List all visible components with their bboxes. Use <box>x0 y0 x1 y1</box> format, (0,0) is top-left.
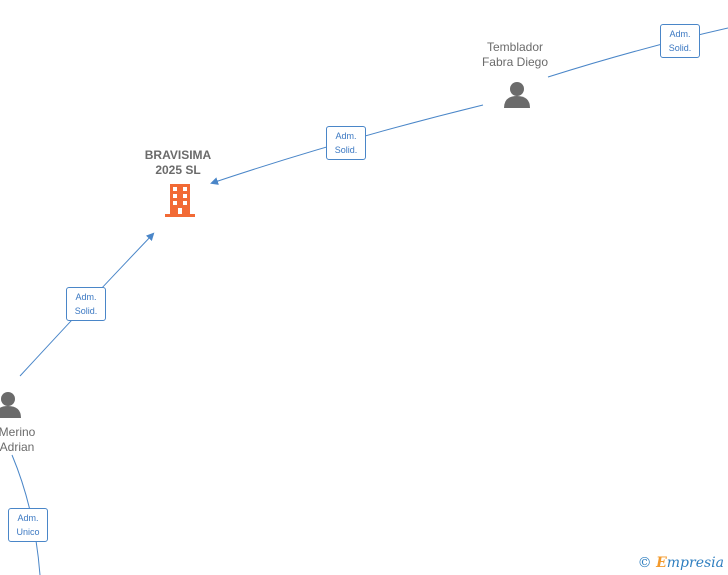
brand-initial: E <box>656 555 667 571</box>
edge-label-line2: Solid. <box>668 43 692 53</box>
edge-label-line2: Solid. <box>74 306 98 316</box>
person-top-line1: Temblador <box>486 40 544 54</box>
brand-rest: mpresia <box>666 555 724 571</box>
building-icon[interactable] <box>165 184 195 217</box>
person-icon[interactable] <box>0 392 21 418</box>
person-top-line2: Fabra Diego <box>481 55 549 69</box>
copyright-symbol: © <box>637 555 652 571</box>
edge-label-line2: Solid. <box>334 145 358 155</box>
empresia-watermark: © Empresia <box>638 555 724 571</box>
edge-label-top-to-company[interactable]: Adm. Solid. <box>326 126 366 160</box>
edge-label-line2: Unico <box>16 527 40 537</box>
person-left-label[interactable]: Merino Adrian <box>0 425 44 455</box>
person-left-line2: Adrian <box>0 440 35 454</box>
edge-label-line1: Adm. <box>669 29 691 39</box>
edge-label-line1: Adm. <box>335 131 357 141</box>
edge-label-line1: Adm. <box>17 513 39 523</box>
company-name-label[interactable]: BRAVISIMA 2025 SL <box>140 148 216 178</box>
edge-label-line1: Adm. <box>75 292 97 302</box>
person-icon[interactable] <box>504 82 530 108</box>
person-left-line1: Merino <box>0 425 36 439</box>
company-name-line2: 2025 SL <box>155 163 201 177</box>
edge-label-left-to-company[interactable]: Adm. Solid. <box>66 287 106 321</box>
company-name-line1: BRAVISIMA <box>144 148 212 162</box>
edge-label-top-right[interactable]: Adm. Solid. <box>660 24 700 58</box>
edge-line-top-right <box>547 27 728 78</box>
edge-label-bottom-left[interactable]: Adm. Unico <box>8 508 48 542</box>
person-top-label[interactable]: Temblador Fabra Diego <box>470 40 560 70</box>
